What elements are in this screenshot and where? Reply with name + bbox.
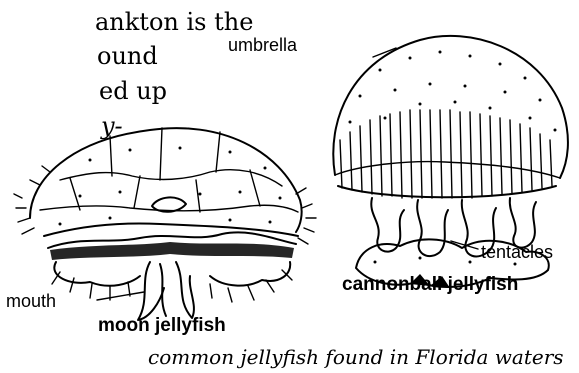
- mouth-label: mouth: [6, 291, 56, 311]
- body-text-line-1: ankton is the: [95, 8, 253, 36]
- body-text-line-2: ound: [97, 42, 158, 70]
- figure-caption: common jellyfish found in Florida waters: [148, 345, 564, 369]
- umbrella-label: umbrella: [228, 35, 298, 55]
- body-text-line-3: ed up: [99, 77, 167, 105]
- cannonball-jellyfish-label: cannonball jellyfish: [342, 274, 518, 295]
- cannonball-stripes: [340, 110, 552, 198]
- tentacles-label: tentacles: [481, 242, 553, 262]
- moon-jellyfish-label: moon jellyfish: [98, 315, 226, 336]
- mouth-leader-line: [97, 292, 144, 300]
- moon-jellyfish-illustration: [14, 128, 316, 320]
